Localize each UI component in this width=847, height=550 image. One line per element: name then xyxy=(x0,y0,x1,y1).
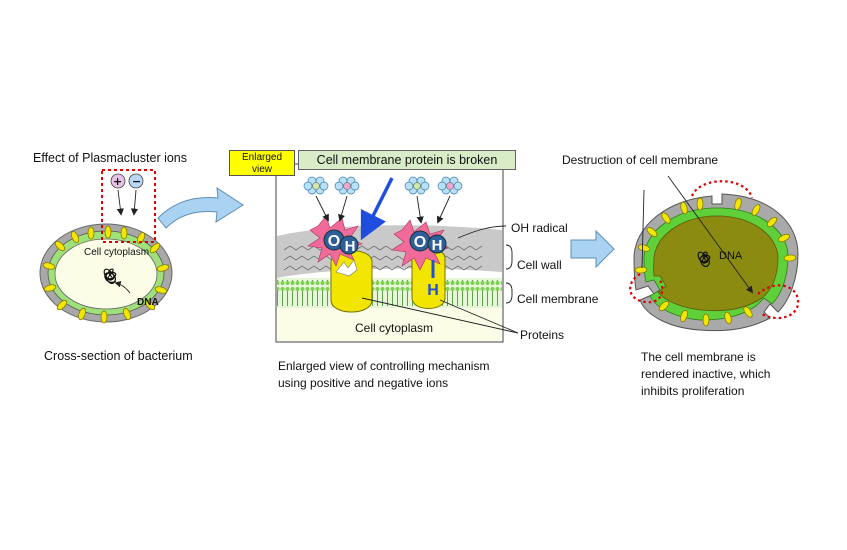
enlarged-view-tag: Enlarged view xyxy=(229,150,295,176)
enlarged-view-tag-line: Enlarged xyxy=(241,152,283,163)
dna-strand xyxy=(697,251,711,268)
ion-focus-box xyxy=(101,169,156,243)
middle-cytoplasm-label: Cell cytoplasm xyxy=(355,321,434,335)
lipid-bilayer xyxy=(277,280,502,306)
negative-ion-icon xyxy=(128,173,144,189)
enlarged-view-panel: O H O H H xyxy=(275,163,519,343)
attack-arrow-icon xyxy=(360,177,394,241)
middle-caption-line: using positive and negative ions xyxy=(278,376,449,390)
cell-membrane-label: Cell membrane xyxy=(517,292,599,306)
right-caption-line: inhibits proliferation xyxy=(641,384,745,398)
bacterium-cross-section xyxy=(39,169,173,324)
oh-letter: O xyxy=(328,233,340,250)
flow-arrow-icon xyxy=(157,187,244,229)
right-dna-label: DNA xyxy=(719,250,743,262)
damage-marker xyxy=(690,180,754,199)
destroyed-cell xyxy=(629,175,800,332)
oh-letter: H xyxy=(432,237,443,254)
positive-ion-symbol: + xyxy=(113,175,123,188)
cell-wall-label: Cell wall xyxy=(517,258,562,272)
negative-ion-symbol: − xyxy=(132,175,142,188)
right-caption-line: The cell membrane is xyxy=(641,350,756,364)
cytoplasm-label: Cell cytoplasm xyxy=(84,247,150,258)
flow-arrow-icon xyxy=(570,229,615,269)
middle-caption-line: Enlarged view of controlling mechanism xyxy=(278,359,490,373)
membrane-broken-banner: Cell membrane protein is broken xyxy=(298,150,516,170)
dna-strand xyxy=(103,268,117,285)
left-panel-title: Effect of Plasmacluster ions xyxy=(33,151,188,165)
left-caption: Cross-section of bacterium xyxy=(44,349,193,363)
dna-label: DNA xyxy=(137,297,159,308)
membrane-protein-group xyxy=(42,225,170,324)
oh-letter: H xyxy=(345,238,356,255)
right-caption-line: rendered inactive, which xyxy=(641,367,771,381)
damage-marker xyxy=(757,284,800,320)
oh-radical-label: OH radical xyxy=(511,221,568,235)
ion-cluster-icons xyxy=(303,176,463,195)
proteins-label: Proteins xyxy=(520,328,565,342)
positive-ion-icon xyxy=(110,173,126,189)
hydrogen-label: H xyxy=(427,282,439,299)
right-panel-title: Destruction of cell membrane xyxy=(562,153,719,167)
enlarged-view-tag-line: view xyxy=(251,164,272,175)
damage-marker xyxy=(629,273,664,304)
oh-letter: O xyxy=(414,234,426,251)
